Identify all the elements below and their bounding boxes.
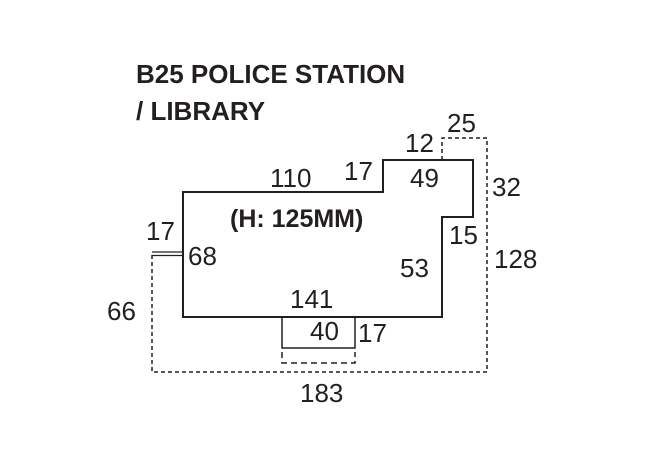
dim-right-lower: 53: [400, 253, 429, 283]
dim-left-gap: 17: [146, 216, 175, 246]
dim-step-up: 17: [344, 156, 373, 186]
dim-top-right: 49: [410, 163, 439, 193]
dim-top-left: 110: [270, 163, 312, 193]
dim-right-step: 15: [449, 220, 478, 250]
entrance-tab: [281, 316, 356, 349]
dim-outer-left: 66: [107, 296, 136, 326]
title-line-2: / LIBRARY: [136, 96, 266, 126]
dim-outer-top: 25: [447, 108, 476, 138]
dim-tab-depth: 17: [358, 318, 387, 348]
dim-tab-width: 40: [310, 316, 339, 346]
title-line-1: B25 POLICE STATION: [136, 59, 406, 89]
dim-outer-right-upper: 32: [492, 172, 521, 202]
height-note: (H: 125MM): [230, 205, 364, 233]
dim-bottom: 141: [290, 284, 334, 314]
building-outline: [182, 159, 474, 318]
dim-outer-bottom: 183: [300, 378, 344, 408]
dim-outer-right: 128: [494, 244, 538, 274]
dim-left: 68: [188, 241, 217, 271]
dim-top-right-offset: 12: [405, 128, 434, 158]
outer-dashed-boundary: [151, 137, 488, 373]
tab-dashed-outline: [281, 352, 356, 364]
